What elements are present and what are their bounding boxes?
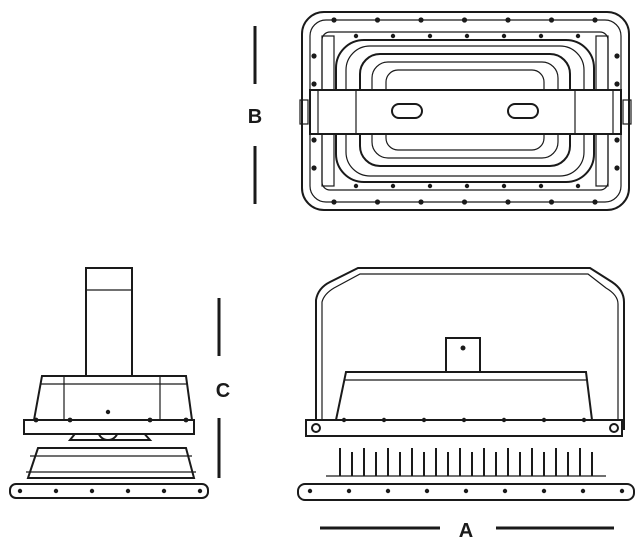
bolt-dot [464,183,470,189]
bolt-dot [614,81,620,87]
top-view [299,11,632,211]
bolt-dot [501,33,507,39]
bolt-dot [463,488,469,494]
bolt-dot [17,488,23,494]
dimension-a-label: A [459,520,473,542]
bolt-dot [353,183,359,189]
dimension-b-label: B [248,106,262,128]
bolt-dot [592,199,598,205]
bolt-dot [505,17,511,23]
bolt-dot [374,17,381,23]
bolt-dot [575,33,581,39]
bolt-dot [390,33,396,39]
bolt-dot [614,53,620,59]
bolt-dot [346,488,352,494]
front-view [297,267,635,501]
bolt-dot [614,137,620,143]
bolt-dot [374,199,381,205]
bolt-dot [427,33,433,39]
bolt-dot [581,417,587,423]
bolt-dot [548,199,555,205]
bolt-dot [331,17,337,23]
bolt-dot [307,488,313,494]
bolt-dot [424,488,430,494]
dimension-c: C [216,298,230,478]
bolt-dot [418,199,424,205]
bolt-dot [311,53,317,59]
bolt-dot [89,488,95,494]
bolt-dot [461,17,468,23]
side-view [9,267,209,499]
dimension-c-label: C [216,380,230,402]
dimension-a: A [320,520,614,542]
bolt-dot [505,199,511,205]
bolt-dot [311,81,317,87]
bolt-dot [381,417,387,423]
bolt-dot [331,199,337,205]
bolt-dot [341,417,347,423]
bolt-dot [390,183,396,189]
top-view-bolts [311,17,620,205]
bolt-dot [538,33,544,39]
bolt-dot [548,17,555,23]
bolt-dot [311,165,317,171]
bolt-dot [197,488,203,494]
bolt-dot [619,488,625,494]
bolt-dot [418,17,424,23]
bolt-dot [385,488,391,494]
bolt-dot [461,199,468,205]
bolt-dot [161,488,167,494]
bolt-dot [575,183,581,189]
bolt-dot [461,417,467,423]
bolt-dot [580,488,586,494]
bolt-dot [353,33,359,39]
bolt-dot [541,417,547,423]
bolt-dot [464,33,470,39]
bolt-dot [502,488,508,494]
bolt-dot [501,417,507,423]
bolt-dot [614,165,620,171]
bolt-dot [427,183,433,189]
bolt-dot [311,137,317,143]
bolt-dot [538,183,544,189]
bolt-dot [421,417,427,423]
dimension-b: B [248,26,262,204]
bolt-dot [501,183,507,189]
bolt-dot [541,488,547,494]
bolt-dot [53,488,59,494]
bolt-dot [592,17,598,23]
bolt-dot [125,488,131,494]
